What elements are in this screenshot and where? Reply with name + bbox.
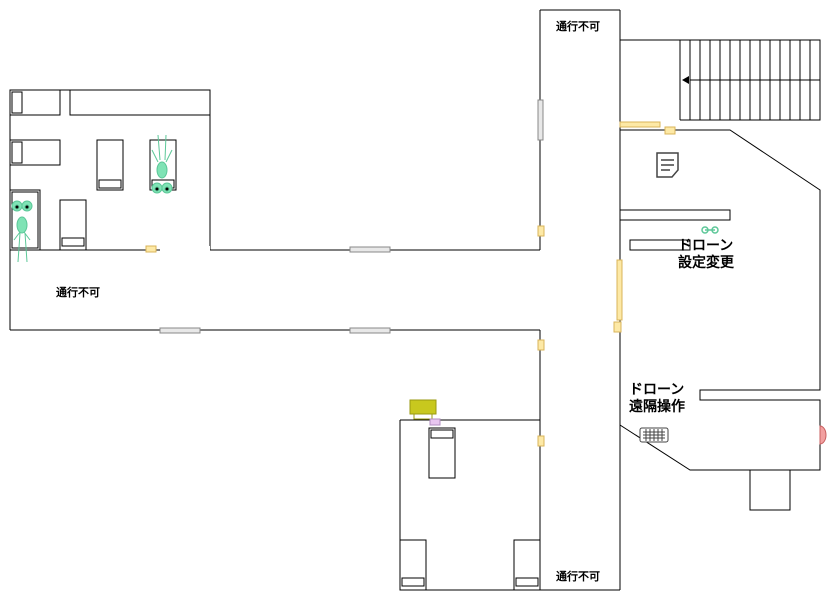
- room-lower-wall: [399, 419, 540, 591]
- drone-settings-line2: 設定変更: [678, 255, 734, 271]
- bed-low-2-pillow: [61, 237, 85, 247]
- bed-mid-1-pillow: [98, 179, 122, 189]
- bed-lower-room-2: [399, 539, 427, 591]
- sliding-door-1[interactable]: [349, 246, 391, 253]
- document-icon[interactable]: [656, 152, 679, 178]
- counter-top: [69, 89, 211, 116]
- no-entry-label-bottom: 通行不可: [556, 570, 600, 583]
- bed-left-2-pillow: [11, 141, 23, 164]
- door-right-wing-mid[interactable]: [616, 259, 623, 321]
- door-vcorr-3[interactable]: [537, 435, 545, 447]
- door-vcorr-1[interactable]: [537, 225, 545, 237]
- drone-item-icon[interactable]: [701, 226, 719, 234]
- bed-mid-1: [96, 139, 124, 191]
- right-wing-lower-box: [749, 470, 791, 511]
- shelf-upper: [620, 209, 731, 221]
- shelf-lower: [629, 239, 691, 251]
- ghost-icon-2[interactable]: [11, 200, 33, 263]
- pink-item[interactable]: [819, 425, 827, 445]
- ghost-icon[interactable]: [151, 134, 173, 194]
- door-vcorr-2[interactable]: [537, 339, 545, 351]
- door-right-wing-mid-small[interactable]: [613, 321, 622, 333]
- keyboard-icon[interactable]: [639, 427, 669, 443]
- bed-lower-room-3: [513, 539, 541, 591]
- sliding-door-4[interactable]: [537, 99, 544, 141]
- drone-remote-line2: 遠隔操作: [629, 399, 685, 415]
- bed-lower-room-1: [428, 427, 456, 479]
- door-right-wing-top-small[interactable]: [664, 126, 676, 135]
- doorway-gap: [160, 246, 210, 254]
- arrow-left-icon: [682, 76, 689, 84]
- door-right-wing-top[interactable]: [619, 121, 661, 128]
- bed-top-1: [9, 89, 61, 116]
- bed-lower-room-1-pillow: [430, 429, 454, 439]
- printer-icon[interactable]: [409, 399, 441, 426]
- drone-remote-label[interactable]: ドローン 遠隔操作: [629, 382, 685, 416]
- sliding-door-3[interactable]: [349, 327, 391, 334]
- bed-left-2: [9, 139, 61, 166]
- bed-top-1-pillow: [11, 91, 23, 114]
- right-wing-upper-wall: [619, 129, 821, 471]
- bed-lower-room-2-pillow: [401, 577, 425, 587]
- bed-low-2: [59, 199, 87, 251]
- bed-lower-room-3-pillow: [515, 577, 539, 587]
- drone-settings-label[interactable]: ドローン 設定変更: [678, 238, 734, 272]
- door-upper-left-room[interactable]: [145, 245, 157, 253]
- bed-low-1-inner: [11, 191, 39, 249]
- drone-remote-line1: ドローン: [629, 382, 685, 398]
- no-entry-label-top: 通行不可: [556, 20, 600, 33]
- sliding-door-2[interactable]: [159, 327, 201, 334]
- stairs-steps: [679, 40, 820, 120]
- drone-settings-line1: ドローン: [678, 238, 734, 254]
- no-entry-label-left: 通行不可: [56, 286, 100, 299]
